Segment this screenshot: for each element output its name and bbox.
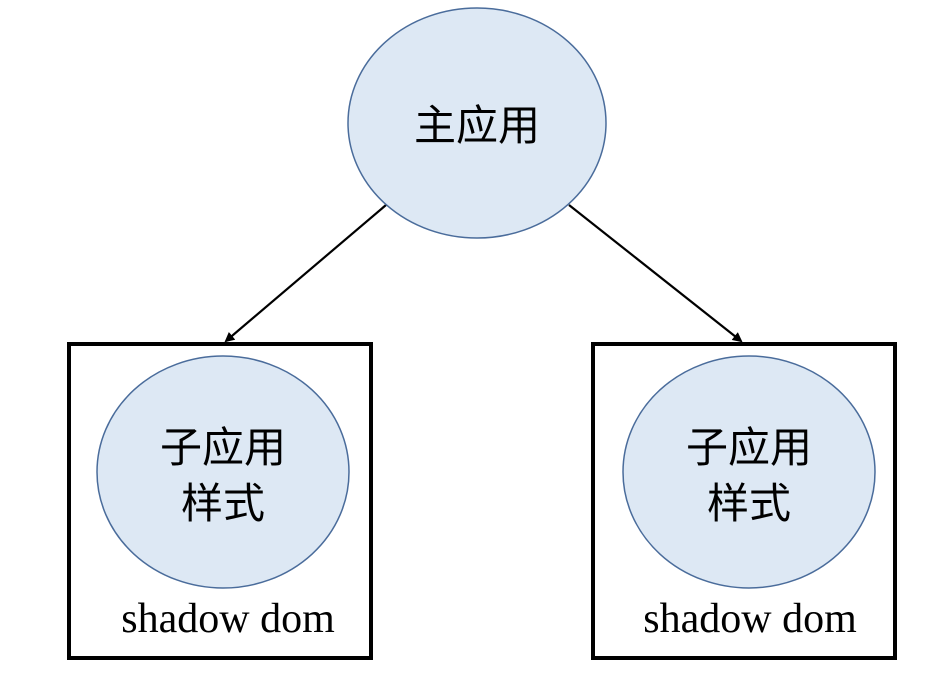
edge-main-to-right-child — [568, 204, 743, 343]
child-style-ellipse-left — [96, 355, 350, 589]
child-style-label-line2-left: 样式 — [181, 479, 265, 528]
main-app-node: 主应用 — [347, 7, 607, 239]
child-style-label-line1-right: 子应用 — [686, 423, 812, 472]
child-style-label-line1-left: 子应用 — [160, 423, 286, 472]
shadow-dom-label-left: shadow dom — [121, 596, 335, 642]
child-style-label-line2-right: 样式 — [707, 479, 791, 528]
shadow-dom-container-left: 子应用 样式 shadow dom — [67, 342, 373, 660]
edge-main-to-left-child — [224, 204, 387, 343]
shadow-dom-box-left — [67, 342, 373, 660]
child-style-ellipse-right — [622, 355, 876, 589]
shadow-dom-container-right: 子应用 样式 shadow dom — [591, 342, 897, 660]
shadow-dom-box-right — [591, 342, 897, 660]
shadow-dom-label-right: shadow dom — [643, 596, 857, 642]
main-app-label: 主应用 — [414, 101, 540, 150]
main-app-ellipse — [347, 7, 607, 239]
